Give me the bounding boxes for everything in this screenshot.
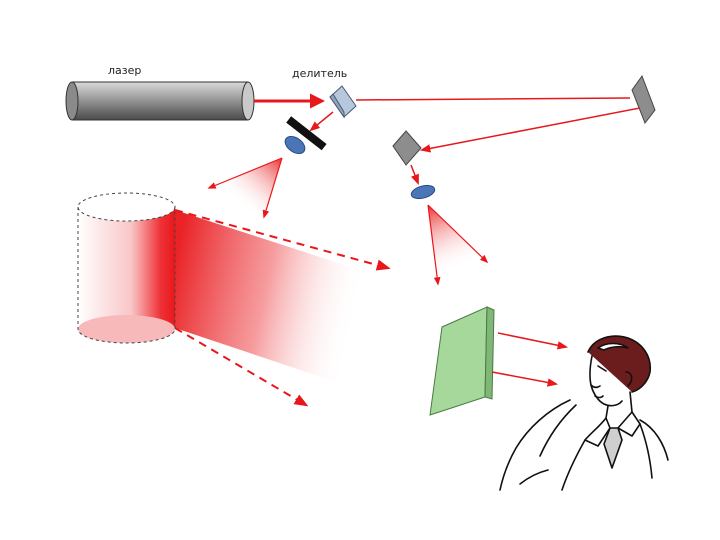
laser-label: лазер <box>108 64 142 77</box>
observer-figure-icon <box>499 335 669 491</box>
cylinder-object-icon <box>77 192 176 344</box>
diverging-beam-cone <box>428 205 487 285</box>
scattered-object-wave <box>175 210 360 390</box>
mirror-to-lens-arrow <box>410 164 419 185</box>
mirror-icon <box>392 130 422 166</box>
mirror-reflect-arrow <box>419 107 641 153</box>
hologram-plate-icon <box>429 306 495 416</box>
laser-tube-icon <box>65 81 255 121</box>
object-beam-arrow <box>309 111 334 132</box>
mirror-icon <box>631 74 656 125</box>
lens-icon <box>284 135 306 155</box>
splitter-label: делитель <box>292 67 348 80</box>
beam-splitter-icon <box>329 85 357 119</box>
reference-beam-line <box>355 97 631 101</box>
aperture-bar <box>286 116 327 151</box>
reconstructed-wave-arrow <box>491 371 559 387</box>
diverging-beam-cone <box>209 158 282 218</box>
lens-icon <box>410 184 436 200</box>
reconstructed-wave-arrow <box>497 332 569 350</box>
